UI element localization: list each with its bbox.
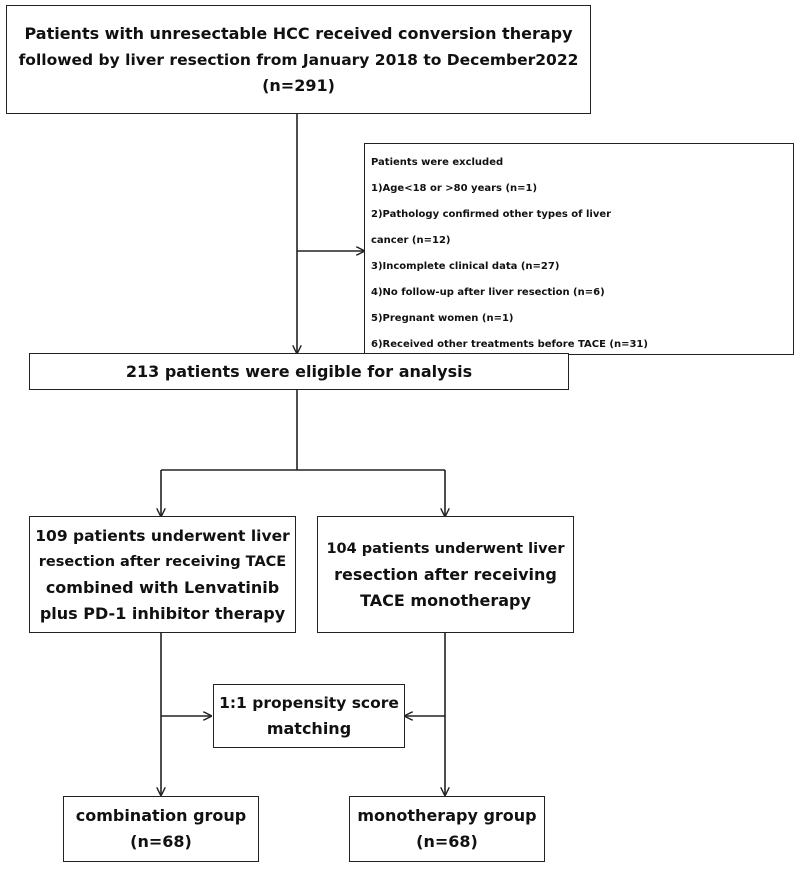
combination-group-box: combination group (n=68) [63, 796, 259, 862]
exclusion-item: 2)Pathology confirmed other types of liv… [371, 209, 612, 220]
monotherapy-arm-box: 104 patients underwent liver resection a… [317, 516, 574, 633]
combination-arm-line: resection after receiving TACE [38, 553, 287, 570]
monotherapy-arm-line: 104 patients underwent liver [326, 540, 565, 557]
combination-arm-line: combined with Lenvatinib [45, 577, 280, 597]
monotherapy-arm-line: resection after receiving [334, 564, 557, 584]
matching-line: 1:1 propensity score [219, 694, 399, 712]
monotherapy-arm-line: TACE monotherapy [360, 590, 531, 610]
eligible-text: 213 patients were eligible for analysis [125, 361, 473, 381]
combination-arm-line: 109 patients underwent liver [35, 526, 290, 545]
exclusion-item: 3)Incomplete clinical data (n=27) [371, 261, 560, 272]
matching-line: matching [266, 719, 352, 738]
monotherapy-group-label: monotherapy group [357, 806, 537, 825]
exclusion-title: Patients were excluded [371, 157, 504, 168]
eligible-box: 213 patients were eligible for analysis [29, 353, 569, 390]
source-line-1: Patients with unresectable HCC received … [24, 23, 573, 43]
exclusion-box: Patients were excluded 1)Age<18 or >80 y… [364, 143, 794, 355]
source-population-box: Patients with unresectable HCC received … [6, 5, 591, 114]
exclusion-item: 5)Pregnant women (n=1) [371, 313, 514, 324]
propensity-matching-box: 1:1 propensity score matching [213, 684, 405, 748]
monotherapy-group-count: (n=68) [416, 832, 478, 851]
exclusion-item: 4)No follow-up after liver resection (n=… [371, 287, 605, 298]
combination-group-label: combination group [75, 806, 247, 825]
source-line-3: (n=291) [262, 75, 335, 95]
source-line-2: followed by liver resection from January… [18, 50, 579, 69]
exclusion-item: cancer (n=12) [371, 235, 451, 246]
combination-arm-box: 109 patients underwent liver resection a… [29, 516, 296, 633]
exclusion-item: 1)Age<18 or >80 years (n=1) [371, 183, 538, 194]
combination-arm-line: plus PD-1 inhibitor therapy [39, 603, 286, 623]
monotherapy-group-box: monotherapy group (n=68) [349, 796, 545, 862]
exclusion-item: 6)Received other treatments before TACE … [371, 339, 648, 350]
combination-group-count: (n=68) [130, 832, 192, 851]
